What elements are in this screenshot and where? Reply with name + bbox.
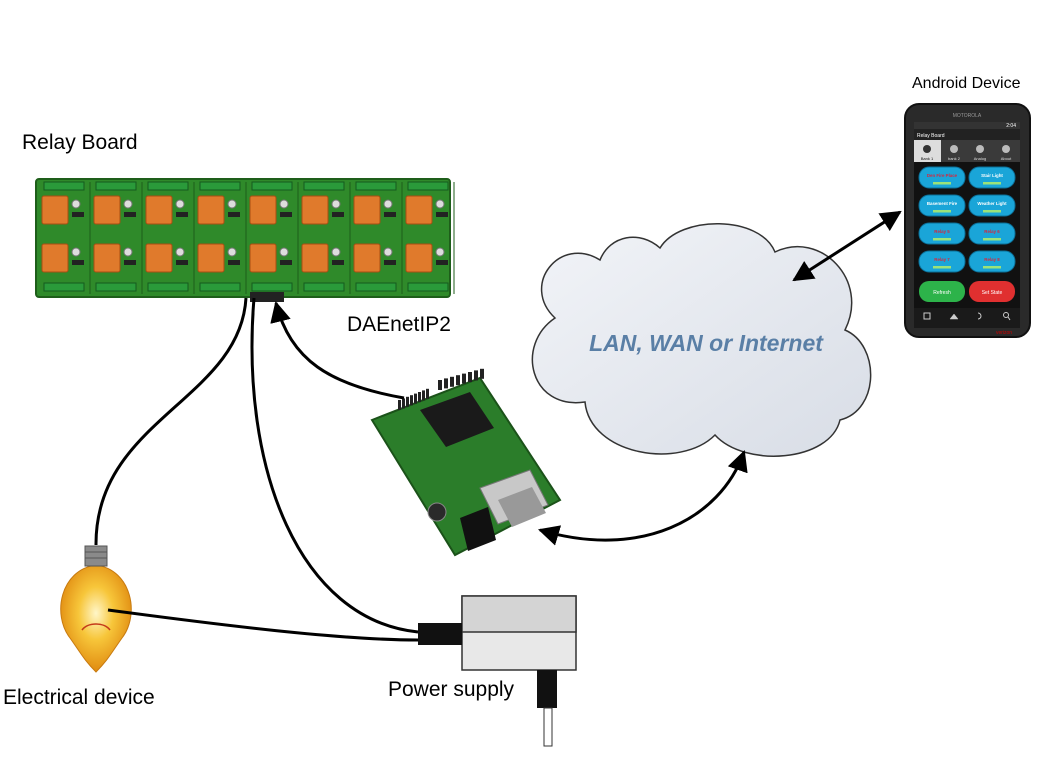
phone-clock: 2:04 xyxy=(1006,123,1016,129)
phone-tab-3[interactable]: Analog xyxy=(974,156,986,161)
refresh-button[interactable] xyxy=(919,281,965,302)
relay-toggle-label: Basement Fire xyxy=(927,201,958,206)
relay xyxy=(353,243,381,273)
relay-toggle-button[interactable] xyxy=(968,166,1016,189)
relay xyxy=(301,243,329,273)
phone-tab-4[interactable]: About xyxy=(1001,156,1012,161)
relay xyxy=(41,243,69,273)
relay-toggle-label: Weather Light xyxy=(977,201,1007,206)
relay-board-label: Relay Board xyxy=(22,131,138,154)
set-state-label: Set State xyxy=(982,290,1003,296)
relay xyxy=(145,243,173,273)
relay-toggle-button[interactable] xyxy=(968,250,1016,273)
android-device-label: Android Device xyxy=(912,75,1021,92)
relay-toggle-button[interactable] xyxy=(918,194,966,217)
relay xyxy=(93,195,121,225)
relay-toggle-button[interactable] xyxy=(968,222,1016,245)
relay-toggle-button[interactable] xyxy=(918,166,966,189)
relay xyxy=(145,195,173,225)
relay-toggle-button[interactable] xyxy=(918,222,966,245)
relay-toggle-button[interactable] xyxy=(918,250,966,273)
relay xyxy=(93,243,121,273)
relay-toggle-label: Stair Light xyxy=(981,173,1003,178)
relay xyxy=(353,195,381,225)
phone-tab-2[interactable]: bank 2 xyxy=(948,156,961,161)
wires xyxy=(94,297,419,642)
relay-toggle-button[interactable] xyxy=(968,194,1016,217)
power-supply xyxy=(418,595,577,747)
relay xyxy=(405,195,433,225)
network-label: LAN, WAN or Internet xyxy=(589,330,823,356)
relay xyxy=(301,195,329,225)
arrow-eip-to-relay xyxy=(270,300,405,400)
relay-toggle-label: Den Fire Place xyxy=(927,173,958,178)
relay xyxy=(249,243,277,273)
phone-carrier: verizon xyxy=(996,330,1012,336)
phone-brand: MOTOROLA xyxy=(953,113,982,119)
relay xyxy=(197,243,225,273)
network-cloud xyxy=(531,223,872,457)
relay-toggle-label: Relay 8 xyxy=(984,257,1000,262)
relay xyxy=(41,195,69,225)
arrow-eip-network xyxy=(537,450,748,546)
connection-arrows xyxy=(270,210,902,546)
relay-toggle-label: Relay 7 xyxy=(934,257,950,262)
light-bulb-icon xyxy=(60,545,132,673)
controller-label: DAEnetIP2 xyxy=(347,313,451,336)
relay-toggle-label: Relay 6 xyxy=(984,229,1000,234)
relay xyxy=(405,243,433,273)
phone-tab-1[interactable]: Bank 1 xyxy=(921,156,934,161)
electrical-device-label: Electrical device xyxy=(3,686,155,709)
daenetip2-board xyxy=(370,368,562,557)
phone-app-title: Relay Board xyxy=(917,133,945,139)
relay-toggle-label: Relay 5 xyxy=(934,229,950,234)
refresh-label: Refresh xyxy=(933,290,951,296)
arrow-network-phone xyxy=(792,210,902,282)
relay xyxy=(249,195,277,225)
set-state-button[interactable] xyxy=(969,281,1015,302)
relay xyxy=(197,195,225,225)
phone-nav-icons xyxy=(923,312,1011,321)
power-supply-label: Power supply xyxy=(388,678,515,701)
relay-board xyxy=(35,178,455,302)
